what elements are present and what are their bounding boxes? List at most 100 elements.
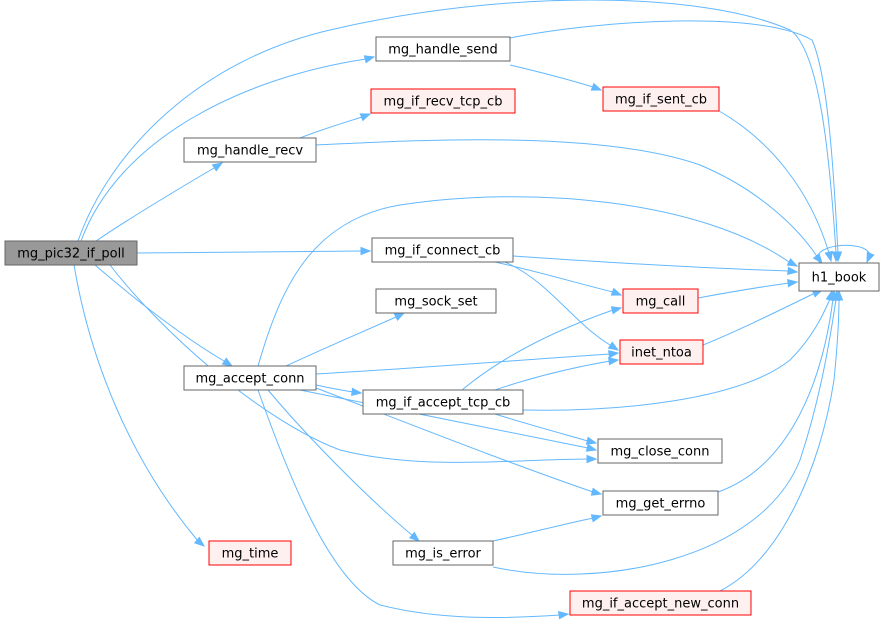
edge-arrowhead (351, 387, 363, 397)
edge-if-accept-tcp-cb-to-call (461, 306, 623, 391)
edge-line (80, 58, 367, 242)
edge-root-to-handle-send (80, 55, 376, 242)
edge-arrowhead (221, 357, 234, 367)
node-box (362, 389, 524, 415)
edge-accept-conn-to-is-error (267, 389, 421, 542)
edge-arrowhead (590, 487, 603, 496)
edge-line (522, 298, 831, 411)
node-inet-ntoa[interactable]: inet_ntoa (619, 339, 704, 365)
edge-line (109, 264, 589, 463)
edge-root-to-handle-recv (95, 162, 224, 242)
edge-accept-conn-to-inet-ntoa (315, 349, 620, 375)
edge-arrowhead (193, 536, 206, 547)
edge-line (315, 384, 354, 393)
edge-line (73, 264, 199, 542)
node-root[interactable]: mg_pic32_if_poll (4, 240, 138, 266)
node-handle-send[interactable]: mg_handle_send (375, 36, 511, 62)
edge-arrowhead (610, 287, 623, 296)
edge-accept-conn-to-h1-book (257, 196, 799, 367)
edge-line (504, 261, 611, 346)
node-accept-conn[interactable]: mg_accept_conn (183, 365, 317, 391)
node-box (597, 438, 723, 464)
edge-line (512, 255, 790, 272)
node-close-conn[interactable]: mg_close_conn (597, 438, 723, 464)
edge-line (717, 298, 834, 493)
edge-line (257, 196, 790, 367)
edge-line (718, 110, 830, 254)
edge-line (299, 116, 363, 139)
node-box (183, 365, 317, 391)
node-get-errno[interactable]: mg_get_errno (602, 490, 719, 516)
edge-arrowhead (866, 251, 875, 264)
edge-line (315, 387, 594, 493)
edge-if-accept-new-conn-to-h1-book (719, 289, 844, 592)
node-label: mg_pic32_if_poll (17, 247, 125, 262)
node-handle-recv[interactable]: mg_handle_recv (183, 137, 317, 163)
node-box (4, 240, 138, 266)
node-label: mg_time (222, 547, 279, 562)
edge-arrowhead (786, 257, 799, 267)
node-label: h1_book (812, 271, 867, 286)
node-label: mg_handle_recv (197, 144, 303, 159)
edge-arrowhead (585, 443, 598, 452)
node-label: mg_is_error (405, 547, 481, 562)
edge-root-to-if-connect-cb (136, 246, 372, 256)
edge-line (719, 298, 840, 592)
node-if-accept-new-conn[interactable]: mg_if_accept_new_conn (569, 590, 752, 616)
edge-arrowhead (585, 436, 598, 445)
node-if-connect-cb[interactable]: mg_if_connect_cb (371, 237, 514, 263)
node-if-accept-tcp-cb[interactable]: mg_if_accept_tcp_cb (362, 389, 524, 415)
node-box (375, 288, 497, 314)
edge-is-error-to-get-errno (492, 514, 603, 542)
node-label: mg_call (636, 295, 686, 310)
edge-line (697, 282, 790, 299)
edge-root-to-accept-conn (94, 264, 234, 367)
edge-arrowhead (590, 82, 603, 91)
node-label: mg_get_errno (616, 497, 706, 512)
node-is-error[interactable]: mg_is_error (392, 540, 494, 566)
edge-if-accept-tcp-cb-to-inet-ntoa (494, 356, 620, 391)
edge-is-error-to-h1-book (492, 289, 841, 575)
edge-line (285, 316, 397, 367)
node-h1-book[interactable]: h1_book (798, 262, 880, 292)
edge-arrowhead (359, 113, 372, 122)
edge-line (494, 360, 611, 391)
node-box (622, 288, 699, 314)
edge-arrowhead (608, 349, 620, 359)
node-label: mg_if_sent_cb (615, 93, 707, 108)
node-call[interactable]: mg_call (622, 288, 699, 314)
edge-line (492, 517, 594, 542)
edge-if-connect-cb-to-inet-ntoa (504, 261, 620, 351)
edge-arrowhead (586, 454, 598, 464)
node-time[interactable]: mg_time (208, 540, 292, 566)
edge-line (492, 298, 837, 575)
edge-arrowhead (833, 251, 843, 263)
edge-line (136, 250, 363, 254)
node-label: mg_close_conn (611, 445, 710, 460)
edge-line (315, 139, 819, 259)
edge-arrowhead (360, 246, 372, 256)
edge-accept-conn-to-if-accept-new-conn (257, 389, 570, 620)
node-label: mg_handle_send (388, 43, 497, 58)
node-if-recv-tcp-cb[interactable]: mg_if_recv_tcp_cb (370, 88, 516, 114)
node-box (798, 262, 880, 292)
edge-arrowhead (211, 162, 224, 172)
node-box (392, 540, 494, 566)
node-box (569, 590, 752, 616)
edge-line (95, 167, 215, 242)
edge-arrowhead (558, 610, 570, 620)
node-sock-set[interactable]: mg_sock_set (375, 288, 497, 314)
edge-line (817, 244, 871, 264)
edge-accept-conn-to-close-conn (299, 389, 598, 452)
edge-accept-conn-to-if-accept-tcp-cb (315, 384, 363, 397)
edge-line (494, 261, 614, 293)
node-label: mg_sock_set (394, 295, 477, 310)
edge-if-sent-cb-to-h1-book (718, 110, 833, 263)
edge-accept-conn-to-get-errno (315, 387, 603, 496)
node-box (183, 137, 317, 163)
edge-arrowhead (363, 55, 376, 64)
node-label: mg_if_recv_tcp_cb (384, 95, 503, 110)
node-if-sent-cb[interactable]: mg_if_sent_cb (602, 86, 720, 112)
edge-line (702, 292, 816, 346)
edge-line (461, 309, 614, 391)
